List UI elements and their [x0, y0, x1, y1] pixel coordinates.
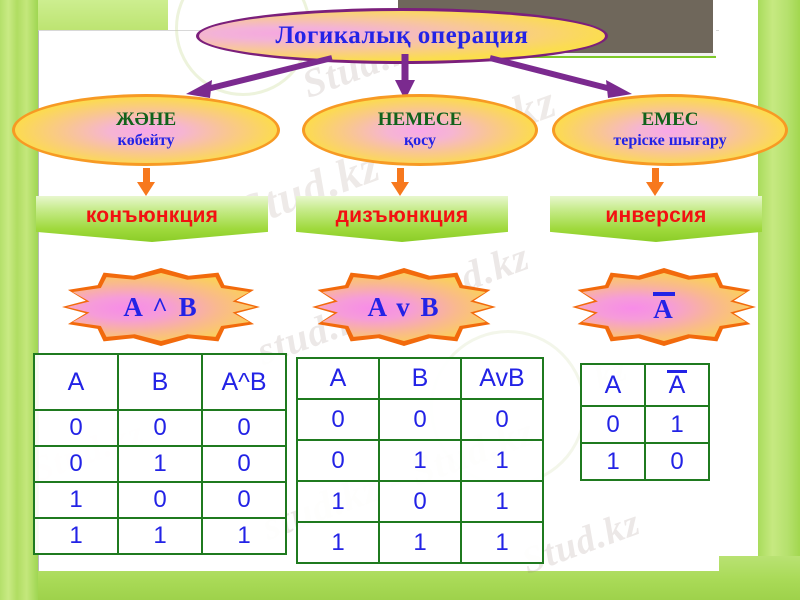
formula-disjunction: A v B: [367, 291, 441, 322]
table-header-cell: B: [378, 357, 462, 400]
table-cell: 0: [117, 409, 203, 447]
background-left-strip: [0, 0, 38, 600]
table-cell: 0: [580, 405, 646, 444]
operation-ellipse-not: ЕМЕС теріске шығару: [552, 94, 788, 166]
background-top-accent: [38, 0, 168, 30]
table-cell: 1: [580, 442, 646, 481]
background-right-strip: [758, 0, 800, 600]
operation-title-and: ЖӘНЕ: [115, 108, 177, 130]
orange-arrow-stem-and: [143, 168, 150, 184]
table-row: 1 0 0: [33, 481, 287, 519]
orange-arrow-head-or: [391, 182, 409, 196]
orange-arrow-stem-or: [397, 168, 404, 184]
page-title: Логикалық операция: [275, 22, 529, 49]
table-header-cell: AvB: [460, 357, 544, 400]
table-cell: 1: [33, 481, 119, 519]
table-cell: 1: [378, 521, 462, 564]
formula-inversion: A: [653, 291, 675, 324]
table-cell: 1: [460, 439, 544, 482]
header-text-overbar: A: [666, 370, 688, 399]
formula-conjunction: A ^ B: [123, 291, 199, 322]
operation-subtitle-or: қосу: [403, 131, 437, 149]
operation-ellipse-or: НЕМЕСЕ қосу: [302, 94, 538, 166]
banner-label-disjunction: дизъюнкция: [335, 204, 469, 227]
table-cell: 1: [296, 480, 380, 523]
operation-ellipse-and: ЖӘНЕ көбейту: [12, 94, 280, 166]
table-header-cell: A^B: [201, 353, 287, 411]
truth-table-conjunction: A B A^B 0 0 0 0 1 0 1 0 0 1 1 1: [33, 353, 287, 555]
banner-label-conjunction: конъюнкция: [85, 204, 219, 227]
table-header-cell: B: [117, 353, 203, 411]
table-cell: 0: [378, 398, 462, 441]
table-cell: 0: [644, 442, 710, 481]
table-row: 1 1 1: [296, 521, 544, 564]
table-header-cell: A: [33, 353, 119, 411]
banner-label-inversion: инверсия: [605, 204, 707, 227]
operation-subtitle-not: теріске шығару: [613, 131, 727, 149]
table-row: 1 1 1: [33, 517, 287, 555]
banner-conjunction: конъюнкция: [36, 196, 268, 242]
table-row: 0 0 0: [296, 398, 544, 441]
table-header-cell: A: [644, 363, 710, 407]
orange-arrow-head-not: [646, 182, 664, 196]
operation-title-not: ЕМЕС: [641, 108, 699, 130]
table-row: 0 1: [580, 405, 710, 444]
table-cell: 1: [378, 439, 462, 482]
banner-disjunction: дизъюнкция: [296, 196, 508, 242]
table-cell: 0: [378, 480, 462, 523]
table-cell: 1: [117, 517, 203, 555]
orange-arrow-stem-not: [652, 168, 659, 184]
header-text: A: [604, 370, 622, 399]
table-cell: 0: [201, 445, 287, 483]
truth-table-inversion: A A 0 1 1 0: [580, 363, 710, 481]
table-cell: 0: [201, 409, 287, 447]
table-row: 0 1 1: [296, 439, 544, 482]
table-cell: 1: [117, 445, 203, 483]
table-row: 1 0 1: [296, 480, 544, 523]
table-cell: 1: [296, 521, 380, 564]
table-row: 0 0 0: [33, 409, 287, 447]
banner-inversion: инверсия: [550, 196, 762, 242]
table-cell: 1: [33, 517, 119, 555]
table-cell: 0: [201, 481, 287, 519]
operation-title-or: НЕМЕСЕ: [377, 108, 463, 130]
table-cell: 0: [296, 439, 380, 482]
table-header-row: A B AvB: [296, 357, 544, 400]
table-cell: 0: [460, 398, 544, 441]
table-header-cell: A: [296, 357, 380, 400]
table-cell: 1: [644, 405, 710, 444]
table-cell: 1: [201, 517, 287, 555]
table-row: 0 1 0: [33, 445, 287, 483]
operation-subtitle-and: көбейту: [117, 131, 175, 149]
table-header-row: A A: [580, 363, 710, 407]
truth-table-disjunction: A B AvB 0 0 0 0 1 1 1 0 1 1 1 1: [296, 357, 544, 564]
table-header-cell: A: [580, 363, 646, 407]
table-cell: 0: [33, 409, 119, 447]
table-cell: 0: [296, 398, 380, 441]
table-cell: 1: [460, 480, 544, 523]
table-cell: 0: [117, 481, 203, 519]
table-header-row: A B A^B: [33, 353, 287, 411]
orange-arrow-head-and: [137, 182, 155, 196]
title-ellipse: Логикалық операция: [196, 8, 608, 64]
table-cell: 1: [460, 521, 544, 564]
table-row: 1 0: [580, 442, 710, 481]
table-cell: 0: [33, 445, 119, 483]
